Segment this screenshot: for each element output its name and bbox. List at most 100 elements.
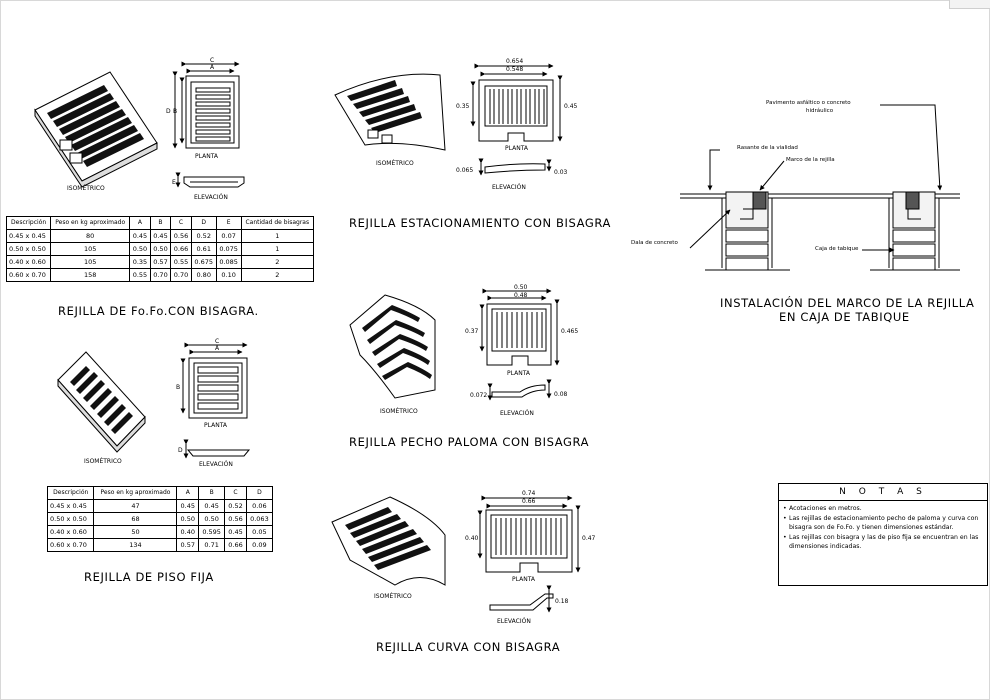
table-cell: 0.71: [198, 538, 226, 552]
table-cell: 0.45: [129, 229, 151, 243]
iso-grate-2: [57, 351, 146, 453]
section-title-2: REJILLA DE PISO FIJA: [84, 570, 214, 584]
elev-grate-3: [478, 158, 552, 176]
table-cell: 0.50: [198, 512, 226, 526]
notes-box: N O T A S Acotaciones en metros. Las rej…: [778, 483, 988, 586]
dim-elev-right-5: 0.18: [555, 598, 569, 605]
table-cell: 0.10: [215, 268, 242, 282]
table-cell: 0.52: [224, 499, 247, 513]
table-cell: 0.60 x 0.70: [46, 538, 95, 552]
dim-elev-left-3: 0.065: [456, 167, 474, 174]
table-cell: 0.70: [149, 268, 172, 282]
plan-grate-2: [180, 342, 248, 419]
dim-b-1: B: [173, 108, 178, 115]
table-cell: 0.063: [245, 512, 274, 526]
note-item: Las rejillas de estacionamiento pecho de…: [783, 514, 983, 533]
elev-label-5: ELEVACIÓN: [497, 618, 531, 625]
iso-grate-1: [34, 71, 158, 188]
table-header: Cantidad de bisagras: [240, 216, 315, 230]
table-cell: 0.40 x 0.60: [46, 525, 95, 539]
iso-label-2: ISOMÉTRICO: [84, 458, 122, 465]
spec-table-1: Descripción Peso en kg aproximado A B C …: [5, 216, 315, 282]
table-cell: 0.07: [215, 229, 242, 243]
section-title-1: REJILLA DE Fo.Fo.CON BISAGRA.: [58, 304, 259, 318]
table-cell: 50: [93, 525, 178, 539]
iso-label-1: ISOMÉTRICO: [67, 185, 105, 192]
table-cell: 0.45: [224, 525, 247, 539]
plan-grate-4: [479, 288, 560, 366]
table-cell: 47: [93, 499, 178, 513]
table-cell: 0.57: [149, 255, 172, 269]
dim-right-5: 0.47: [582, 535, 596, 542]
table-header: E: [215, 216, 242, 230]
plan-grate-5: [477, 495, 581, 573]
table-cell: 0.50: [149, 242, 172, 256]
table-cell: 0.09: [245, 538, 274, 552]
iso-grate-3: [334, 73, 446, 151]
table-row: 0.45 x 0.45 47 0.45 0.45 0.52 0.06: [46, 499, 274, 513]
table-cell: 0.55: [170, 255, 192, 269]
table-cell: 0.45: [176, 499, 200, 513]
table-cell: 158: [50, 268, 131, 282]
sheet-corner-mark: [949, 0, 990, 9]
installation-title-line2: EN CAJA DE TABIQUE: [779, 310, 910, 324]
section-title-3: REJILLA ESTACIONAMIENTO CON BISAGRA: [349, 216, 611, 230]
table-cell: 0.675: [190, 255, 217, 269]
label-rasante: Rasante de la vialidad: [737, 145, 798, 151]
elev-grate-1: [175, 172, 245, 188]
table-header: A: [176, 486, 200, 500]
table-cell: 0.66: [170, 242, 192, 256]
table-row: 0.40 x 0.60 50 0.40 0.595 0.45 0.05: [46, 525, 274, 539]
table-cell: 80: [50, 229, 131, 243]
dim-outer-4: 0.50: [514, 284, 528, 291]
dim-a-1: A: [210, 64, 215, 71]
table-cell: 0.56: [224, 512, 247, 526]
plan-grate-3: [470, 63, 563, 142]
table-cell: 0.70: [170, 268, 192, 282]
label-pavimento: Pavimento asfáltico o concreto: [766, 100, 851, 106]
dim-e-1: E: [172, 179, 176, 186]
dim-inner-3: 0.548: [506, 66, 524, 73]
table-row: 0.60 x 0.70 134 0.57 0.71 0.66 0.09: [46, 538, 274, 552]
table-header: A: [129, 216, 151, 230]
label-marco: Marco de la rejilla: [786, 157, 835, 163]
table-cell: 0.075: [215, 242, 242, 256]
table-cell: 2: [240, 268, 315, 282]
dim-d-2: D: [178, 447, 183, 454]
section-title-5: REJILLA CURVA CON BISAGRA: [376, 640, 561, 654]
elev-grate-2: [183, 439, 251, 459]
spec-table-2-header: Descripción Peso en kg aproximado A B C …: [46, 486, 274, 500]
elev-label-3: ELEVACIÓN: [492, 184, 526, 191]
installation-detail: [680, 104, 960, 271]
plan-label-5: PLANTA: [512, 576, 535, 583]
label-hidraulico: hidráulico: [806, 108, 834, 114]
dim-a-2: A: [215, 345, 220, 352]
table-cell: 0.45 x 0.45: [46, 499, 95, 513]
table-cell: 0.05: [245, 525, 274, 539]
installation-title-line1: INSTALACIÓN DEL MARCO DE LA REJILLA: [720, 296, 975, 310]
notes-title: N O T A S: [779, 484, 987, 501]
table-header: Peso en kg aproximado: [50, 216, 131, 230]
spec-table-2: Descripción Peso en kg aproximado A B C …: [46, 486, 274, 552]
table-row: 0.50 x 0.50 105 0.50 0.50 0.66 0.61 0.07…: [5, 242, 315, 256]
elev-label-2: ELEVACIÓN: [199, 461, 233, 468]
table-cell: 1: [240, 229, 315, 243]
table-cell: 0.50: [129, 242, 151, 256]
dim-outer-3: 0.654: [506, 58, 524, 65]
table-cell: 0.57: [176, 538, 200, 552]
table-cell: 0.50 x 0.50: [46, 512, 95, 526]
table-cell: 0.50 x 0.50: [5, 242, 52, 256]
table-cell: 1: [240, 242, 315, 256]
elev-grate-5: [489, 585, 554, 613]
iso-label-4: ISOMÉTRICO: [380, 408, 418, 415]
dim-d-1: D: [166, 108, 171, 115]
plan-label-1: PLANTA: [195, 153, 218, 160]
table-header: C: [170, 216, 192, 230]
dim-left-4: 0.37: [465, 328, 479, 335]
iso-grate-4: [349, 294, 436, 399]
iso-grate-5: [331, 496, 446, 586]
table-cell: 0.56: [170, 229, 192, 243]
table-header: B: [149, 216, 172, 230]
